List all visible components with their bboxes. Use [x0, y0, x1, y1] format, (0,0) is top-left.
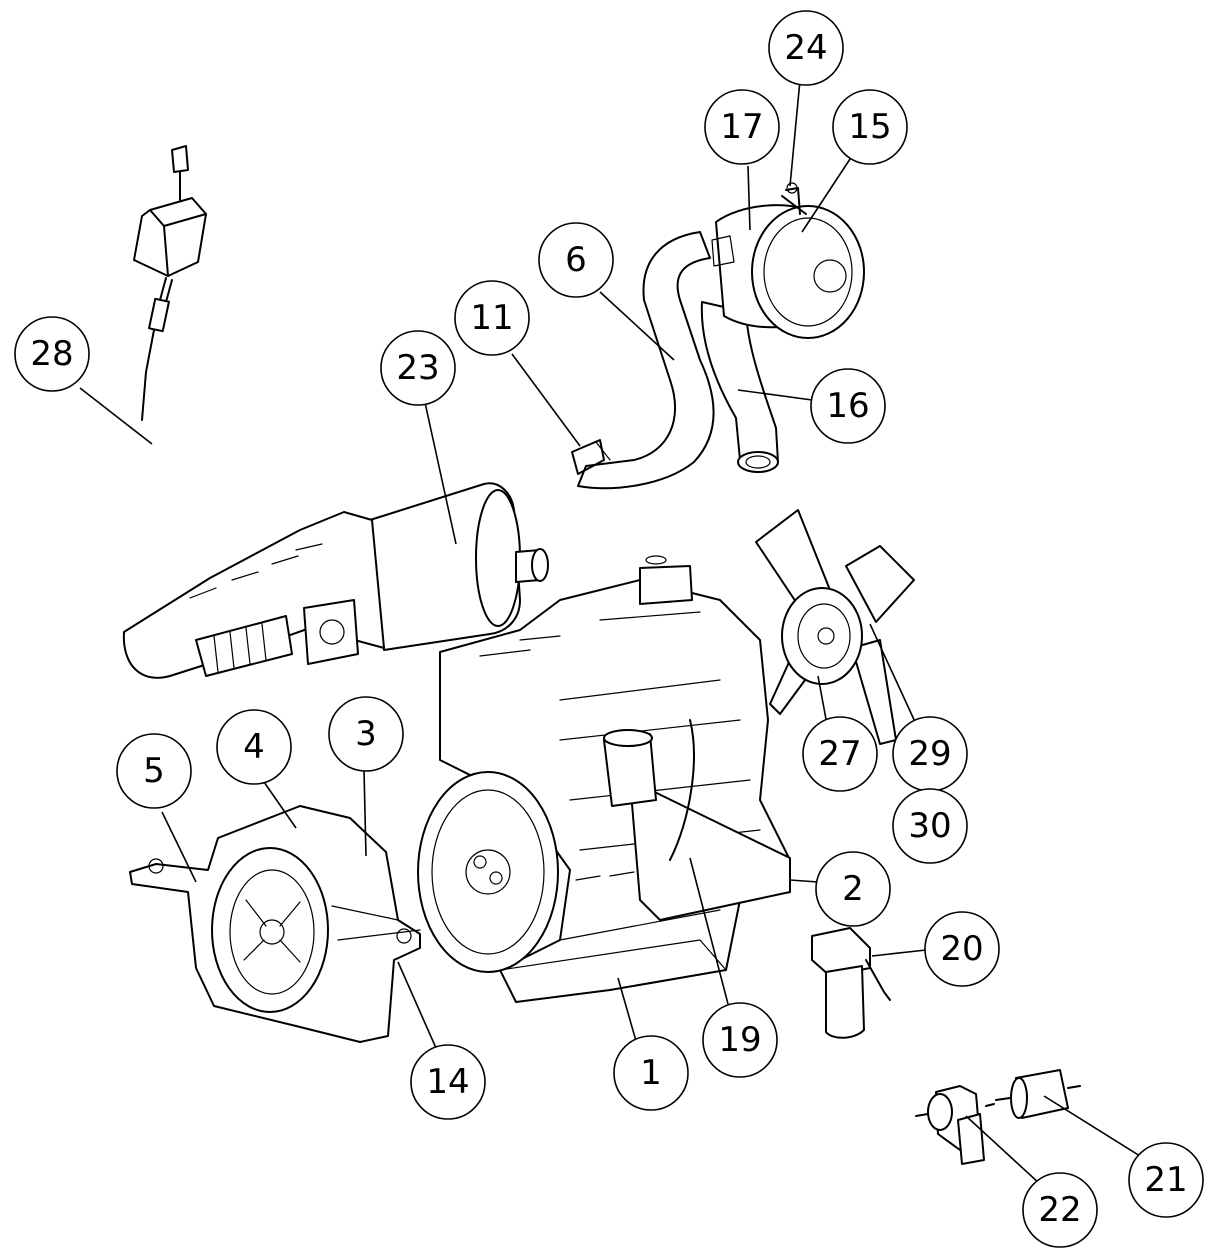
svg-text:3: 3 — [355, 714, 377, 754]
part-intake-hose — [571, 231, 715, 490]
svg-text:23: 23 — [396, 348, 439, 388]
callout-4[interactable]: 4 — [216, 709, 292, 785]
callout-17[interactable]: 17 — [704, 89, 780, 165]
svg-text:28: 28 — [30, 334, 73, 374]
part-air-cleaner — [711, 182, 865, 339]
callout-2[interactable]: 2 — [815, 851, 891, 927]
part-outlet-hose — [700, 301, 779, 473]
svg-text:29: 29 — [908, 734, 951, 774]
callout-22[interactable]: 22 — [1022, 1172, 1098, 1248]
part-fuel-pump — [915, 1085, 995, 1165]
callout-20[interactable]: 20 — [924, 911, 1000, 987]
svg-text:6: 6 — [565, 240, 587, 280]
callout-bubbles: 1 2 3 4 5 6 11 14 — [14, 10, 1204, 1248]
callout-14[interactable]: 14 — [410, 1044, 486, 1120]
svg-text:30: 30 — [908, 806, 951, 846]
svg-text:15: 15 — [848, 107, 891, 147]
callout-3[interactable]: 3 — [328, 696, 404, 772]
svg-text:16: 16 — [826, 386, 869, 426]
svg-text:17: 17 — [720, 107, 763, 147]
callout-15[interactable]: 15 — [832, 89, 908, 165]
svg-text:27: 27 — [818, 734, 861, 774]
svg-text:1: 1 — [640, 1053, 662, 1093]
part-engine-block — [417, 555, 791, 1003]
callout-30[interactable]: 30 — [892, 788, 968, 864]
part-fuel-filter — [811, 927, 891, 1039]
svg-text:19: 19 — [718, 1020, 761, 1060]
svg-text:24: 24 — [784, 28, 827, 68]
callout-28[interactable]: 28 — [14, 316, 90, 392]
svg-text:5: 5 — [143, 751, 165, 791]
svg-text:20: 20 — [940, 929, 983, 969]
callout-27[interactable]: 27 — [802, 716, 878, 792]
callout-23[interactable]: 23 — [380, 330, 456, 406]
part-flywheel-housing — [129, 805, 421, 1043]
svg-text:4: 4 — [243, 727, 265, 767]
part-cooling-fan — [755, 509, 915, 745]
callout-5[interactable]: 5 — [116, 733, 192, 809]
leader-lines — [79, 79, 1141, 1185]
svg-text:22: 22 — [1038, 1190, 1081, 1230]
svg-text:21: 21 — [1144, 1160, 1187, 1200]
svg-text:2: 2 — [842, 869, 864, 909]
part-stop-solenoid — [133, 145, 207, 421]
callout-1[interactable]: 1 — [613, 1035, 689, 1111]
callout-24[interactable]: 24 — [768, 10, 844, 86]
svg-text:11: 11 — [470, 298, 513, 338]
part-muffler — [122, 482, 549, 679]
callout-21[interactable]: 21 — [1128, 1142, 1204, 1218]
callout-19[interactable]: 19 — [702, 1002, 778, 1078]
callout-16[interactable]: 16 — [810, 368, 886, 444]
svg-text:14: 14 — [426, 1062, 469, 1102]
part-inline-fuel-filter — [995, 1069, 1081, 1119]
callout-11[interactable]: 11 — [454, 280, 530, 356]
callout-6[interactable]: 6 — [538, 222, 614, 298]
callout-29[interactable]: 29 — [892, 716, 968, 792]
